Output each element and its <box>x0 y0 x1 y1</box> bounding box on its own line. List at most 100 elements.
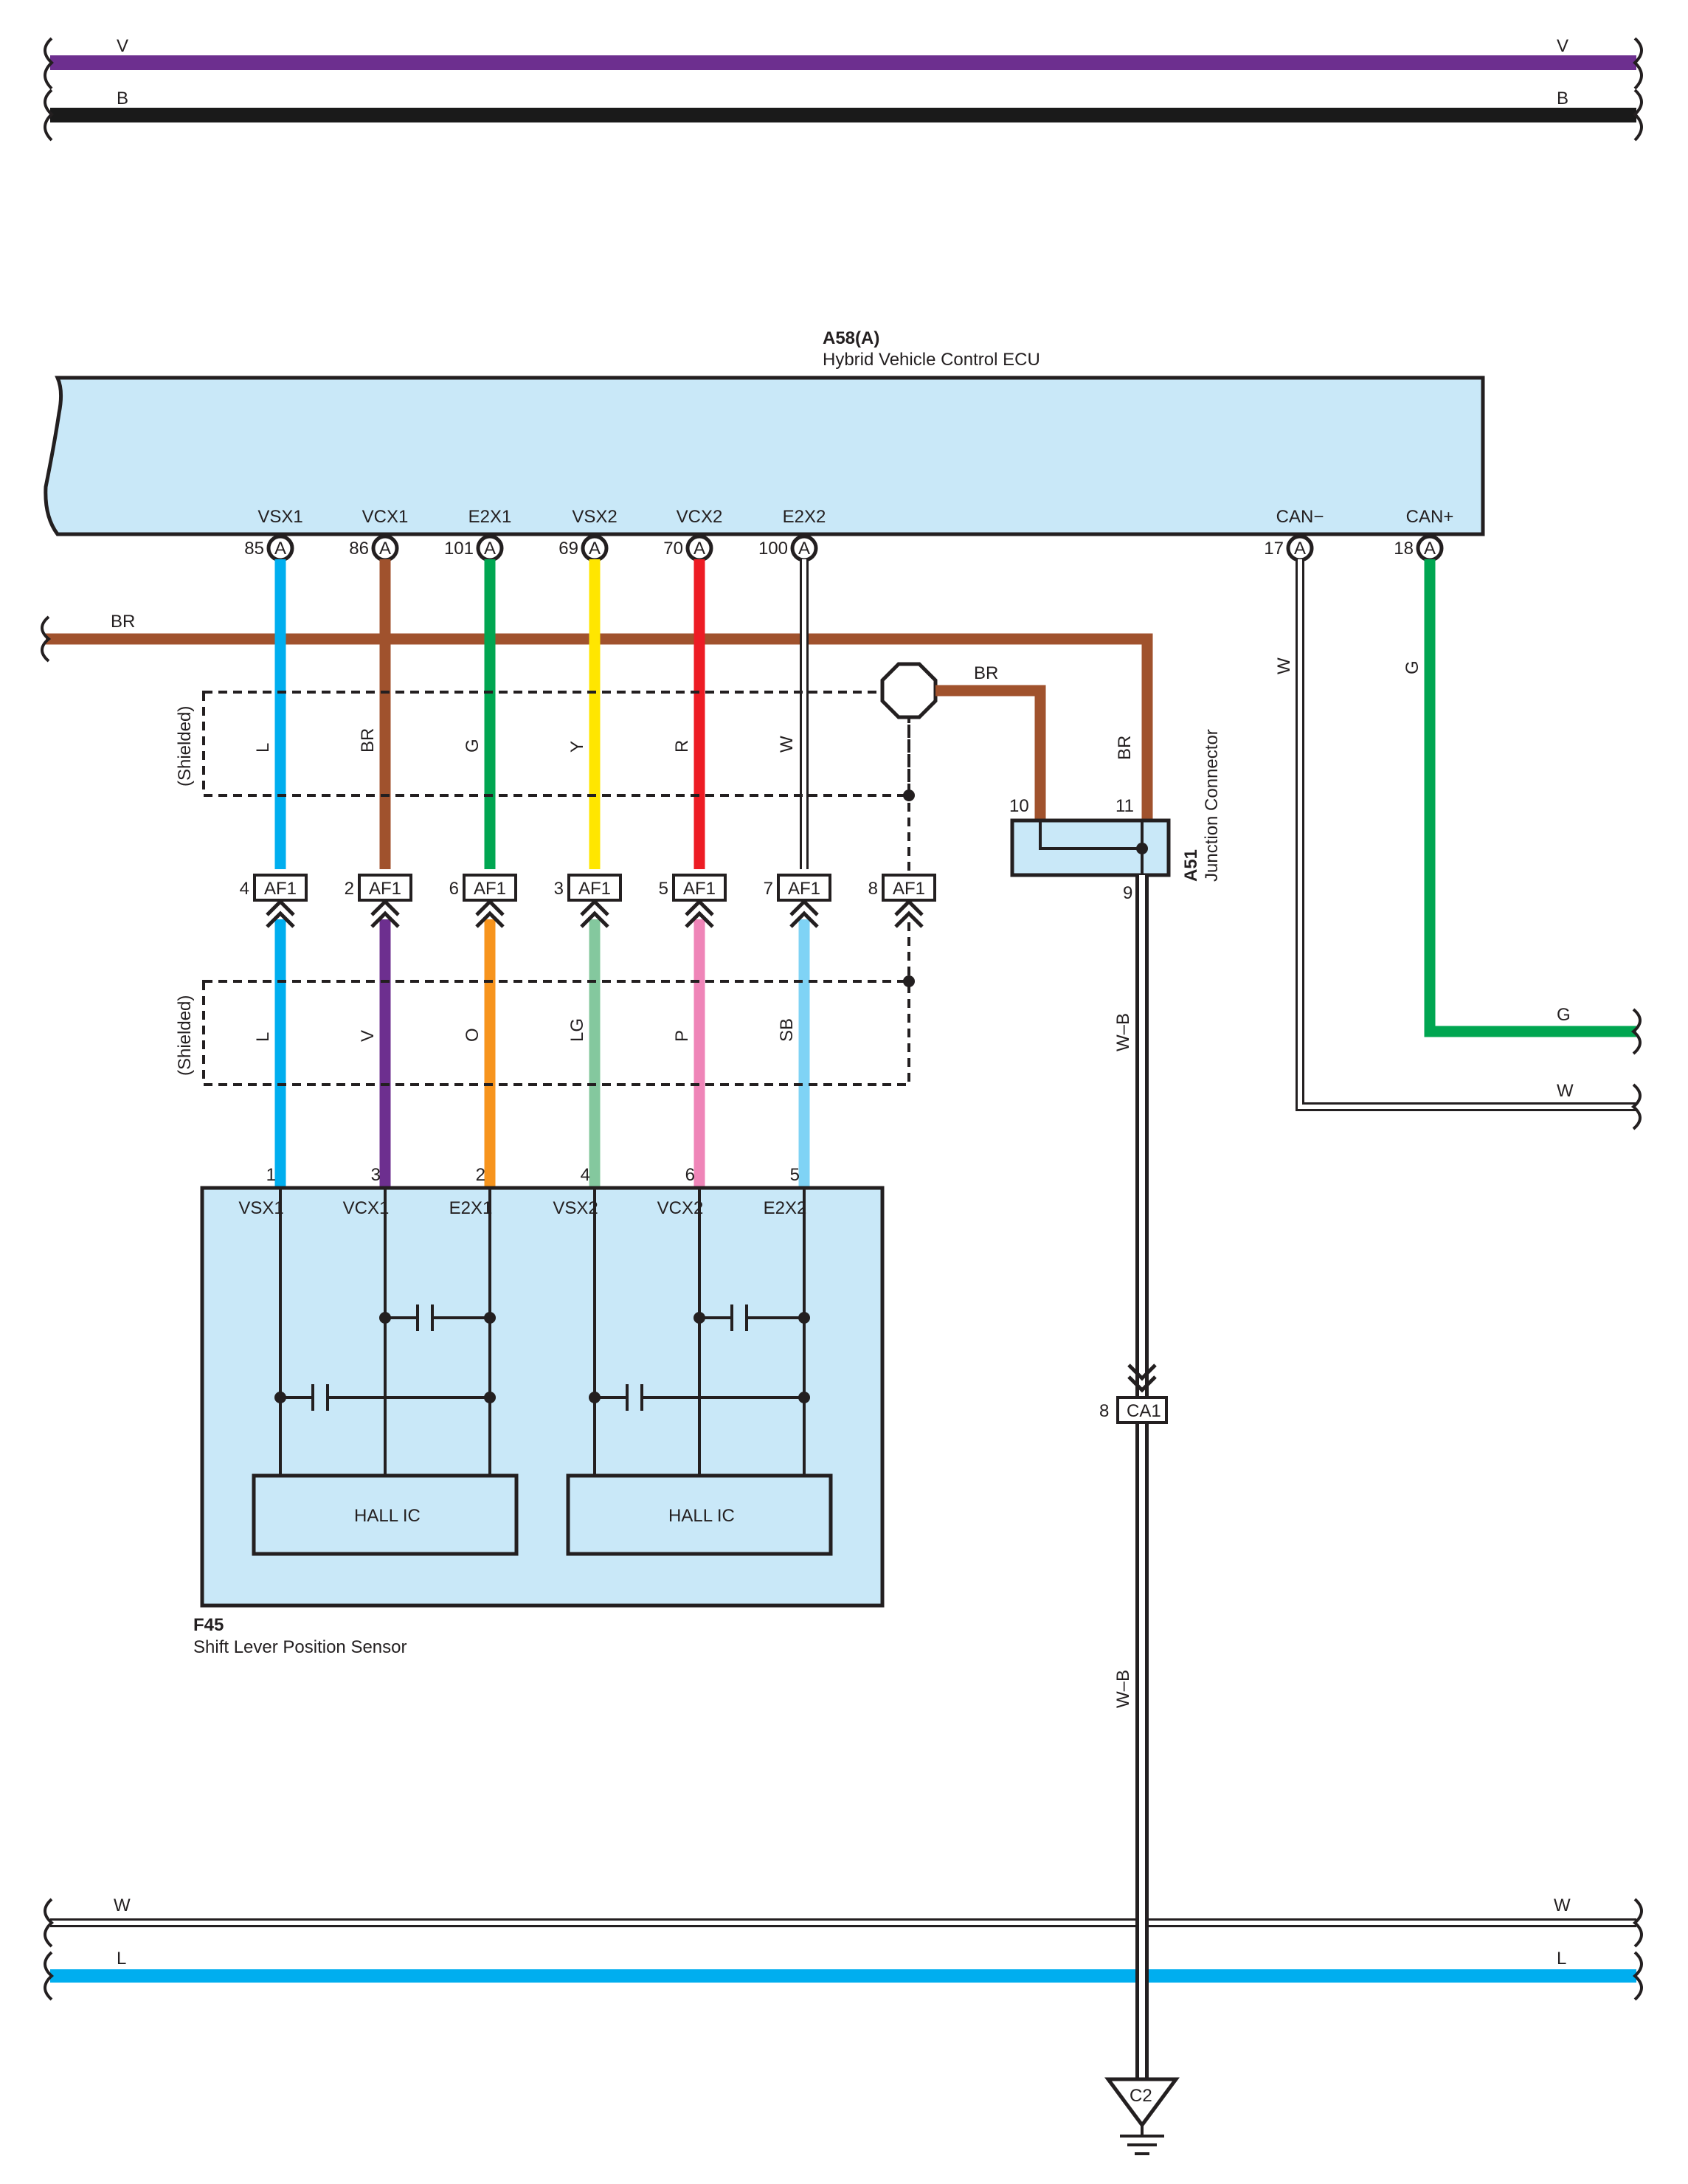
upper-wire-label-2: G <box>463 739 482 753</box>
br-bus-label: BR <box>111 612 135 632</box>
ground-wire-label-2: W–B <box>1113 1670 1133 1708</box>
junction-id: A51 <box>1181 849 1201 882</box>
sensor-pin-num-5: 5 <box>790 1165 800 1185</box>
af1-box-0 <box>253 874 308 902</box>
ground-symbol <box>1104 2077 1180 2129</box>
top-bus-b: B B <box>50 89 1636 122</box>
af1-pin-4: 5 <box>659 879 668 899</box>
upper-wire-label-0: L <box>253 743 273 753</box>
af1-pin-3: 3 <box>554 879 564 899</box>
af1-arrows-6 <box>894 899 924 928</box>
junction-pin-10: 10 <box>1009 796 1029 816</box>
ecu-pin-num-5: 100 <box>758 539 788 559</box>
ecu-pin-name-1: VCX1 <box>362 507 409 527</box>
sensor-pin-num-4: 6 <box>685 1165 695 1185</box>
af1-pin-5: 7 <box>764 879 773 899</box>
shield-br-label: BR <box>974 663 998 683</box>
af1-label-2: AF1 <box>474 879 506 899</box>
can-minus-wire-label: W <box>1274 657 1294 674</box>
sensor-pin-num-3: 4 <box>581 1165 590 1185</box>
ground-id: C2 <box>1130 2086 1152 2106</box>
af1-pin-0: 4 <box>240 879 249 899</box>
upper-wire-label-3: Y <box>567 741 587 753</box>
af1-arrows-2 <box>475 899 505 928</box>
sensor-pin-name-0: VSX1 <box>238 1198 283 1218</box>
af1-label-0: AF1 <box>264 879 297 899</box>
lower-wire-label-2: O <box>463 1028 482 1042</box>
br-bus-break-mark <box>41 615 52 663</box>
lower-wire-label-4: P <box>672 1030 692 1042</box>
lower-wire-label-1: V <box>358 1030 378 1042</box>
ecu-pin-mark-1: A <box>379 539 391 559</box>
hall-ic-right-label: HALL IC <box>668 1506 735 1526</box>
lower-wire-label-0: L <box>253 1032 273 1042</box>
ecu-pin-num-4: 70 <box>663 539 683 559</box>
ecu-pin-num-2: 101 <box>444 539 474 559</box>
shield-upper-label: (Shielded) <box>175 706 195 787</box>
sensor-pin-name-4: VCX2 <box>657 1198 704 1218</box>
ecu-box <box>44 376 1485 536</box>
af1-box-3 <box>567 874 622 902</box>
bottom-bus-l-label-left: L <box>117 1949 126 1969</box>
top-bus-v-label-left: V <box>117 36 128 56</box>
ecu-pin-name-2: E2X1 <box>468 507 512 527</box>
can-minus-wire-label-right: W <box>1557 1081 1574 1101</box>
upper-wire-label-4: R <box>672 740 692 753</box>
ecu-pin-mark-0: A <box>274 539 286 559</box>
can-break-marks <box>1630 1008 1642 1130</box>
bottom-bus-w: W W <box>50 1896 1636 1927</box>
junction-name: Junction Connector <box>1202 729 1222 882</box>
junction-a51: 10 11 9 A51 Junction Connector <box>1009 729 1222 903</box>
ecu-pin-mark-5: A <box>798 539 810 559</box>
ecu-pin-name-3: VSX2 <box>572 507 617 527</box>
af1-arrows-0 <box>266 899 295 928</box>
ca1-arrows <box>1127 1364 1157 1393</box>
can-plus-wire: G G <box>1402 559 1636 1037</box>
sensor-pin-num-2: 2 <box>476 1165 485 1185</box>
hall-ic-left <box>252 1473 519 1556</box>
bus-break-marks-bottom <box>44 1898 1643 2001</box>
bus-break-marks-top <box>44 37 1643 142</box>
ecu-pin-name-5: E2X2 <box>783 507 826 527</box>
ecu-pin-name-0: VSX1 <box>257 507 302 527</box>
bottom-bus-w-label-right: W <box>1554 1896 1571 1915</box>
ground-wire-label-1: W–B <box>1113 1013 1133 1051</box>
af1-arrows-5 <box>789 899 819 928</box>
ecu-name: Hybrid Vehicle Control ECU <box>823 350 1040 370</box>
sensor-pin-name-2: E2X1 <box>449 1198 493 1218</box>
af1-arrows-1 <box>370 899 400 928</box>
ca1-box <box>1116 1396 1168 1424</box>
top-bus-v-label-right: V <box>1557 36 1568 56</box>
ecu-pin-name-6: CAN− <box>1276 507 1324 527</box>
can-minus-wire: W W <box>1274 559 1636 1111</box>
ecu-pin-name-7: CAN+ <box>1406 507 1454 527</box>
ecu-pin-mark-4: A <box>693 539 705 559</box>
ecu-pins: VSX1A85VCX1A86E2X1A101VSX2A69VCX2A70E2X2… <box>244 507 1454 562</box>
ecu-pin-name-4: VCX2 <box>677 507 723 527</box>
top-bus-b-label-right: B <box>1557 89 1568 108</box>
ground-wire: W–B W–B CA1 8 C2 <box>1099 875 1180 2155</box>
ecu-pin-mark-2: A <box>484 539 496 559</box>
can-plus-wire-label: G <box>1402 660 1422 674</box>
hall-ic-right <box>566 1473 833 1556</box>
junction-pin-9: 9 <box>1123 883 1132 903</box>
ecu-pin-num-7: 18 <box>1394 539 1414 559</box>
ecu-pin-mark-6: A <box>1294 539 1306 559</box>
top-bus-v: V V <box>50 36 1636 70</box>
sensor-pin-name-3: VSX2 <box>553 1198 598 1218</box>
ca1-pin: 8 <box>1099 1401 1109 1421</box>
sensor-f45: HALL IC HALL IC F45 Shift Lever Position… <box>193 1186 885 1657</box>
ca1-label: CA1 <box>1127 1401 1161 1421</box>
af1-arrows-3 <box>580 899 609 928</box>
shield-ground-octagon <box>880 662 938 719</box>
bottom-bus-l-label-right: L <box>1557 1949 1566 1969</box>
sensor-name: Shift Lever Position Sensor <box>193 1637 407 1657</box>
sensor-pin-num-0: 1 <box>266 1165 276 1185</box>
af1-pin-2: 6 <box>449 879 459 899</box>
